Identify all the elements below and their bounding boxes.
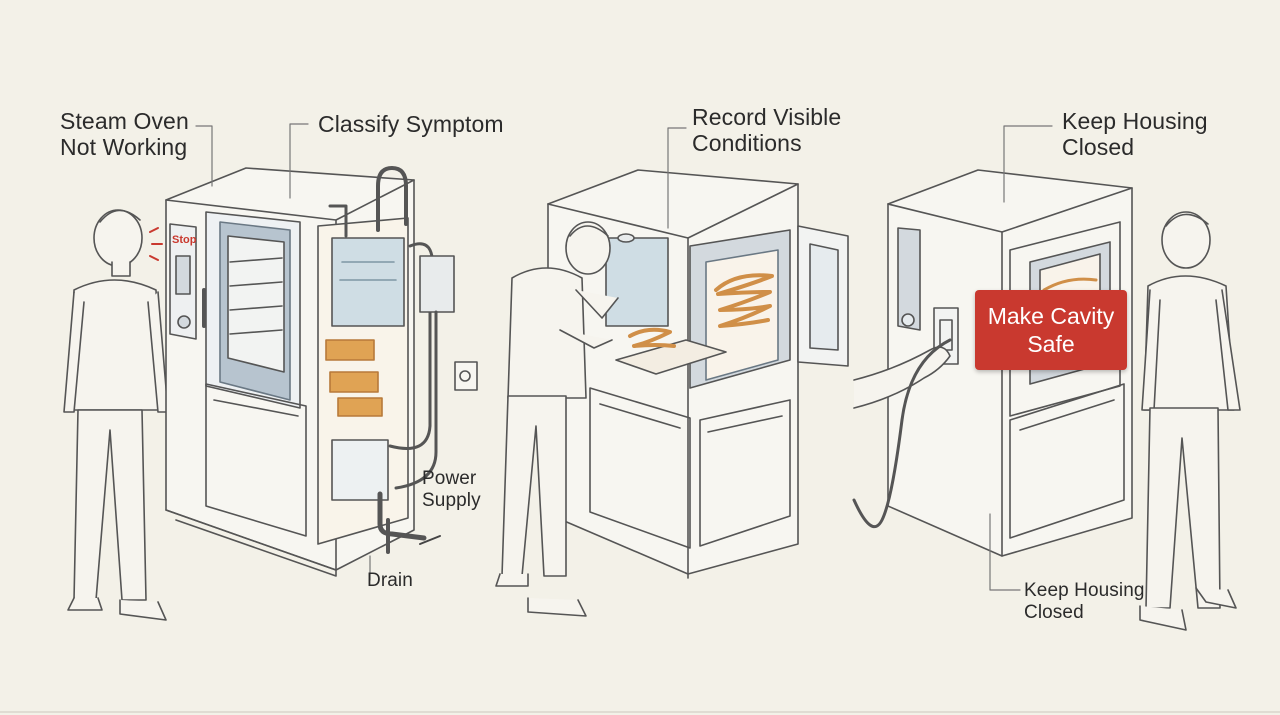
make-cavity-safe-badge: Make Cavity Safe [975, 290, 1127, 370]
person-1 [63, 209, 169, 621]
label-power-supply: Power Supply [422, 468, 481, 511]
label-keep-housing-closed-top: Keep Housing Closed [1062, 108, 1208, 160]
label-classify-symptom: Classify Symptom [318, 111, 504, 137]
stop-indicator: Stop [172, 234, 197, 246]
leader-lines-3 [989, 125, 1053, 591]
steam-oven-1 [165, 166, 455, 577]
label-keep-housing-closed-bottom: Keep Housing Closed [1024, 580, 1145, 623]
steam-oven-2 [547, 169, 849, 579]
person-2 [495, 221, 619, 617]
person-3 [1139, 211, 1241, 631]
label-steam-oven-not-working: Steam Oven Not Working [60, 108, 189, 160]
alarm-marks [149, 227, 163, 261]
label-drain: Drain [367, 570, 413, 591]
label-record-visible-conditions: Record Visible Conditions [692, 104, 842, 156]
wall-socket [454, 361, 478, 391]
leader-lines-1 [195, 123, 371, 581]
leader-lines-2 [667, 127, 687, 229]
